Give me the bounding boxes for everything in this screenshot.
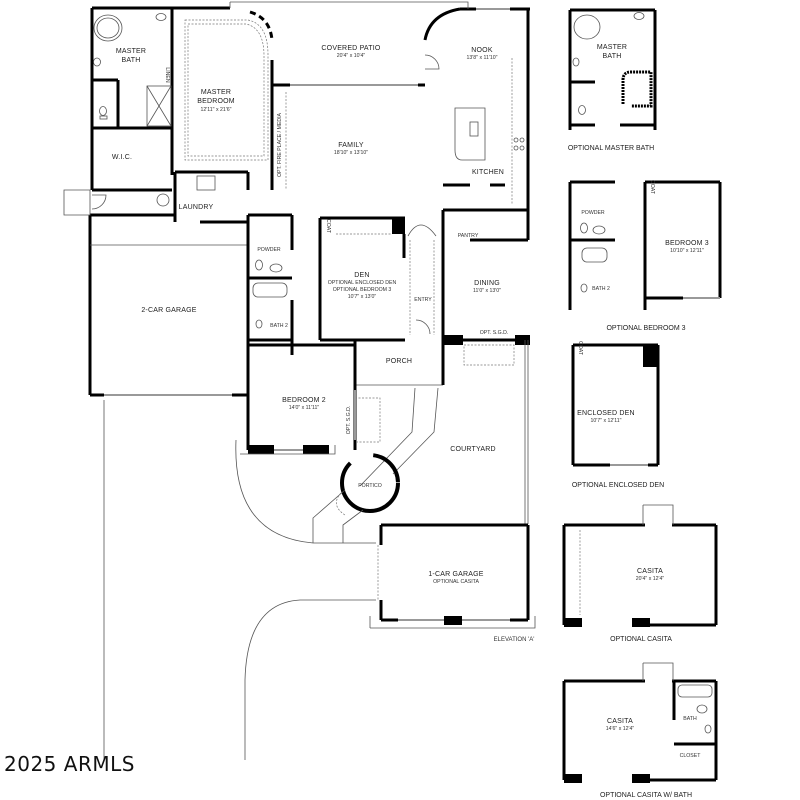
main-plan-walls — [63, 1, 536, 760]
svg-text:10'10" x 12'11": 10'10" x 12'11" — [670, 248, 704, 254]
room-label-den: DEN — [354, 272, 369, 279]
svg-text:20'4" x 12'4": 20'4" x 12'4" — [636, 576, 665, 582]
svg-text:ENCLOSED DEN: ENCLOSED DEN — [577, 410, 635, 417]
sink-icon — [155, 13, 167, 21]
room-label-laundry: LAUNDRY — [179, 204, 214, 211]
svg-text:11'0" x 13'0": 11'0" x 13'0" — [473, 288, 501, 294]
svg-text:BEDROOM: BEDROOM — [197, 98, 235, 105]
room-label-bedroom-2: BEDROOM 2 — [282, 397, 326, 404]
svg-text:BATH: BATH — [603, 53, 622, 60]
room-label-pantry: PANTRY — [458, 233, 479, 239]
svg-text:10'7" x 12'11": 10'7" x 12'11" — [591, 418, 622, 424]
washer-icon — [156, 193, 170, 207]
option-caption: OPTIONAL ENCLOSED DEN — [572, 482, 664, 489]
room-label-wic: W.I.C. — [112, 154, 132, 161]
room-label-opt-fireplace: OPT. FIRE PLACE / MEDIA — [277, 112, 283, 177]
svg-text:CASITA: CASITA — [607, 718, 633, 725]
room-label-bath2: BATH 2 — [270, 323, 288, 329]
svg-text:OPTIONAL CASITA: OPTIONAL CASITA — [433, 579, 479, 585]
svg-text:BEDROOM 3: BEDROOM 3 — [665, 240, 709, 247]
svg-text:CLOSET: CLOSET — [680, 753, 702, 759]
svg-text:OPTIONAL BEDROOM 3: OPTIONAL BEDROOM 3 — [333, 287, 392, 293]
svg-text:10'7" x 13'0": 10'7" x 13'0" — [348, 294, 377, 300]
room-label-kitchen: KITCHEN — [472, 169, 504, 176]
elevation-label: ELEVATION 'A' — [494, 637, 535, 643]
room-label-family: FAMILY — [338, 142, 364, 149]
watermark: 2025 ARMLS — [4, 752, 135, 776]
svg-text:12'11" x 21'6": 12'11" x 21'6" — [201, 107, 232, 113]
svg-text:OPTIONAL ENCLOSED DEN: OPTIONAL ENCLOSED DEN — [328, 280, 397, 286]
svg-text:MASTER: MASTER — [597, 44, 627, 51]
main-plan-labels: MASTER BATH MASTER BEDROOM 12'11" x 21'6… — [112, 45, 535, 643]
room-label-courtyard: COURTYARD — [450, 446, 496, 453]
room-label-covered-patio: COVERED PATIO — [321, 45, 380, 52]
svg-text:14'0" x 11'11": 14'0" x 11'11" — [289, 405, 320, 411]
svg-text:BATH 2: BATH 2 — [592, 286, 610, 292]
room-label-master-bedroom: MASTER — [201, 89, 231, 96]
option-caption: OPTIONAL MASTER BATH — [568, 145, 654, 152]
svg-text:18'10" x 13'10": 18'10" x 13'10" — [334, 150, 368, 156]
option-caption: OPTIONAL CASITA W/ BATH — [600, 792, 692, 799]
svg-text:POWDER: POWDER — [581, 210, 605, 216]
room-label-master-bath: MASTER — [116, 48, 146, 55]
kitchen-island — [454, 107, 486, 161]
option-casita: CASITA 20'4" x 12'4" OPTIONAL CASITA — [562, 504, 718, 643]
shower-icon — [146, 85, 172, 127]
option-caption: OPTIONAL CASITA — [610, 636, 672, 643]
option-master-bath: MASTER BATH OPTIONAL MASTER BATH — [568, 8, 657, 152]
main-plan-fixtures — [91, 13, 525, 366]
room-label-nook: NOOK — [471, 47, 493, 54]
option-casita-with-bath: CASITA 14'6" x 12'4" BATH CLOSET OPTIONA… — [562, 662, 718, 799]
svg-text:COAT: COAT — [649, 180, 655, 195]
svg-text:20'4" x 10'4": 20'4" x 10'4" — [337, 53, 366, 59]
option-enclosed-den: COAT ENCLOSED DEN 10'7" x 12'11" OPTIONA… — [571, 341, 664, 489]
svg-text:COAT: COAT — [577, 341, 583, 356]
option-caption: OPTIONAL BEDROOM 3 — [606, 325, 685, 332]
bathtub-icon — [93, 14, 123, 42]
room-label-linen: LINEN — [164, 67, 170, 83]
svg-text:CASITA: CASITA — [637, 568, 663, 575]
svg-text:13'8" x 11'10": 13'8" x 11'10" — [467, 55, 498, 61]
svg-text:14'6" x 12'4": 14'6" x 12'4" — [606, 726, 635, 732]
label-opt-sgd-dining: OPT. S.G.D. — [480, 330, 509, 336]
room-label-porch: PORCH — [386, 358, 412, 365]
label-opt-sgd-bedroom-2: OPT. S.G.D. — [346, 406, 352, 435]
toilet-icon — [99, 106, 107, 116]
room-label-entry: ENTRY — [414, 297, 432, 303]
room-label-2-car-garage: 2-CAR GARAGE — [141, 307, 196, 314]
svg-text:BATH: BATH — [683, 716, 697, 722]
room-label-coat: COAT — [325, 219, 331, 234]
room-label-dining: DINING — [474, 280, 500, 287]
option-bedroom-3: COAT POWDER BATH 2 BEDROOM 3 10'10" x 12… — [568, 180, 722, 332]
svg-text:BATH: BATH — [122, 57, 141, 64]
room-label-portico: PORTICO — [358, 483, 382, 489]
room-label-1-car-garage: 1-CAR GARAGE — [428, 571, 483, 578]
room-label-powder: POWDER — [257, 247, 281, 253]
